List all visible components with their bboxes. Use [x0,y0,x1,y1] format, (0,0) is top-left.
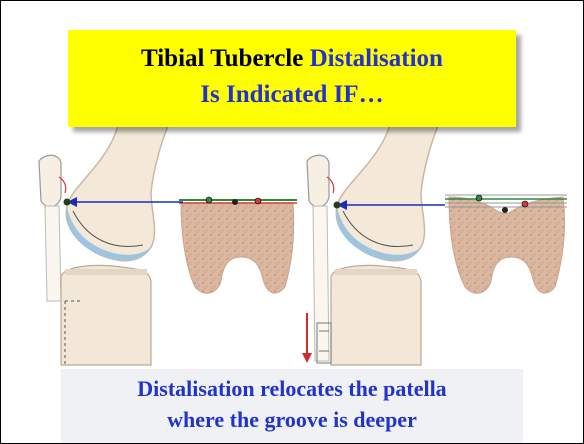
title-part-black: Tibial Tubercle [141,45,310,72]
title-part-blue: Distalisation [310,45,443,72]
caption-line-1: Distalisation relocates the patella [1,373,583,404]
title-box: Tibial Tubercle Distalisation Is Indicat… [68,30,516,127]
right-tibia [331,265,421,365]
left-patellar-tendon [45,206,61,301]
right-knee-diagram [302,119,567,365]
title-line-2: Is Indicated IF… [68,80,516,110]
left-knee-diagram [39,119,297,365]
caption-line-2: where the groove is deeper [1,404,583,435]
caption: Distalisation relocates the patella wher… [1,373,583,435]
right-patella [307,155,329,207]
title-line-1: Tibial Tubercle Distalisation [68,44,516,74]
left-tibia [61,265,151,365]
right-patellar-tendon [313,206,329,361]
left-patella [39,155,61,207]
left-trochlea-section [181,203,294,293]
